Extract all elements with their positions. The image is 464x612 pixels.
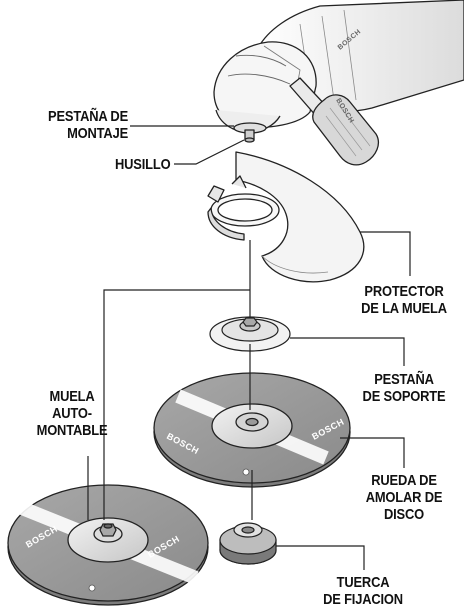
self-mounting-wheel-part <box>7 484 209 606</box>
grinding-wheel-part <box>153 372 351 488</box>
backing-flange-part <box>209 316 291 352</box>
label-mounting-flange: PESTAÑA DE MONTAJE <box>48 108 128 142</box>
angle-grinder <box>213 0 464 166</box>
label-lock-nut: TUERCA DE FIJACION <box>323 574 403 608</box>
leader-lines <box>87 125 411 570</box>
assembly-axis-lines <box>103 240 253 520</box>
label-wheel-guard: PROTECTOR DE LA MUELA <box>361 283 447 317</box>
label-grinding-wheel: RUEDA DE AMOLAR DE DISCO <box>365 472 443 523</box>
label-spindle: HUSILLO <box>114 156 171 173</box>
lock-nut-part <box>219 522 277 565</box>
auxiliary-handle <box>312 94 380 166</box>
wheel-guard-part <box>207 151 365 283</box>
label-self-mounting-wheel: MUELA AUTO- MONTABLE <box>36 388 108 439</box>
label-backing-flange: PESTAÑA DE SOPORTE <box>362 371 446 405</box>
